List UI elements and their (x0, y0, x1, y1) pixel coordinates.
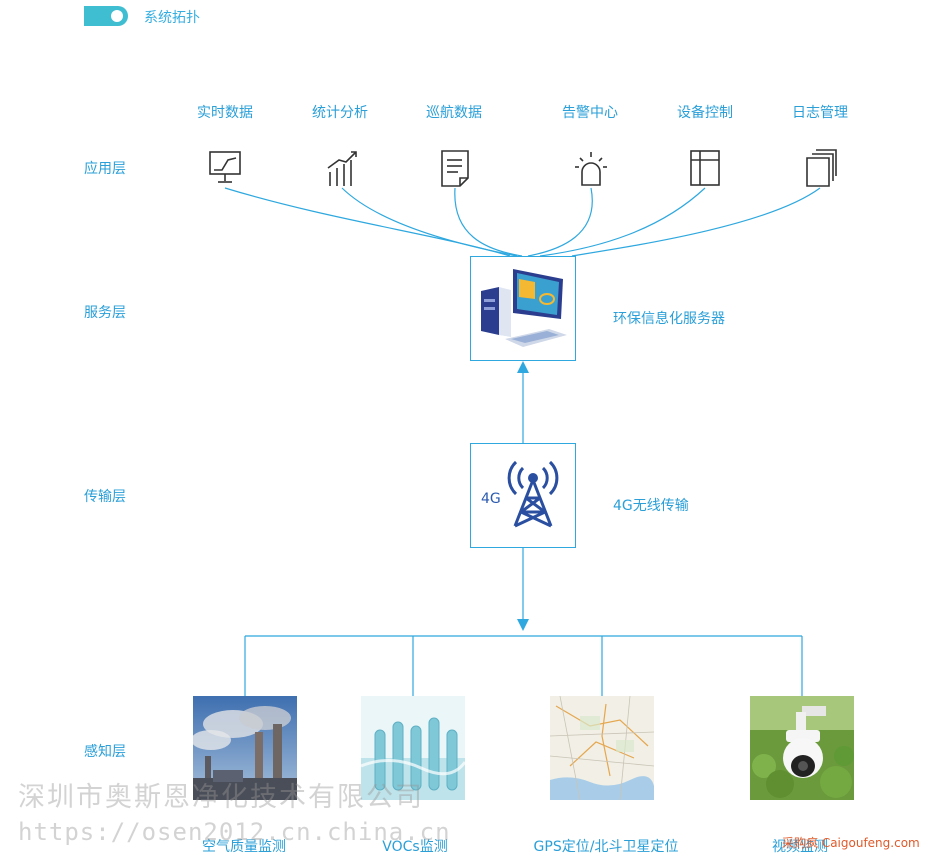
connector-device (539, 187, 706, 257)
layer-perception-label: 感知层 (84, 744, 126, 760)
sensor-label-vocs: VOCs监测 (382, 839, 448, 855)
lab-test-tubes-photo (361, 696, 465, 800)
factory-smokestacks-photo (193, 696, 297, 800)
app-label-realtime: 实时数据 (197, 105, 253, 121)
sensor-label-air: 空气质量监测 (202, 839, 286, 855)
toggle-knob (111, 10, 123, 22)
network-node[interactable]: 4G (470, 443, 576, 548)
server-computer-icon (481, 269, 567, 347)
sensor-label-gps: GPS定位/北斗卫星定位 (533, 839, 679, 855)
connector-alarm (527, 187, 593, 257)
app-label-statistics: 统计分析 (312, 105, 368, 121)
connector-log (571, 187, 821, 257)
section-toggle[interactable] (84, 6, 128, 26)
monitor-chart-icon (208, 148, 242, 188)
section-title: 系统拓扑 (144, 10, 200, 26)
app-label-log: 日志管理 (792, 105, 848, 121)
layer-service-label: 服务层 (84, 305, 126, 321)
app-label-alarm: 告警中心 (562, 105, 618, 121)
connector-cruise (454, 187, 523, 257)
company-watermark: 深圳市奥斯恩净化技术有限公司 (18, 782, 424, 813)
server-label: 环保信息化服务器 (613, 311, 725, 327)
sensor-label-video: 视频监测 (772, 839, 828, 855)
connector-statistics (341, 187, 518, 257)
bar-chart-icon (325, 148, 359, 188)
layer-transport-label: 传输层 (84, 489, 126, 505)
alarm-light-icon (574, 148, 608, 188)
panel-icon (688, 148, 722, 188)
dome-camera-photo (750, 696, 854, 800)
network-label: 4G无线传输 (613, 498, 689, 514)
signal-tower-icon (507, 460, 559, 528)
site-watermark: 采购疯 Caigoufeng.com (782, 836, 920, 850)
network-badge: 4G (481, 491, 501, 507)
app-label-cruise: 巡航数据 (426, 105, 482, 121)
server-node[interactable] (470, 256, 576, 361)
layer-application-label: 应用层 (84, 161, 126, 177)
connector-realtime (224, 187, 511, 257)
app-label-device: 设备控制 (677, 105, 733, 121)
stacked-docs-icon (804, 148, 838, 188)
document-icon (438, 148, 472, 188)
url-watermark: https://osen2012.cn.china.cn (18, 818, 451, 846)
map-photo (550, 696, 654, 800)
